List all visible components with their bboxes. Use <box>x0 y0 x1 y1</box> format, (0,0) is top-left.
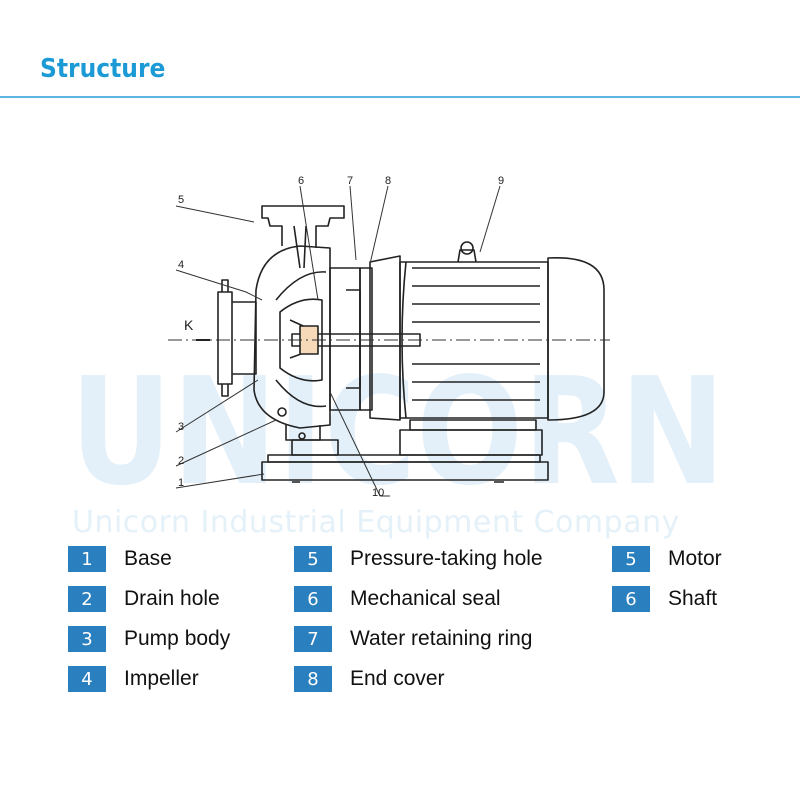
legend-number: 5 <box>294 546 332 572</box>
legend-item: 4 Impeller <box>68 665 199 693</box>
callout-8: 8 <box>385 175 391 187</box>
shaft <box>291 333 421 347</box>
legend-label: Water retaining ring <box>350 627 533 650</box>
callout-2: 2 <box>178 455 184 467</box>
callout-10: 10 <box>372 487 384 499</box>
legend-label: Mechanical seal <box>350 587 501 610</box>
legend-number: 3 <box>68 626 106 652</box>
legend-number: 8 <box>294 666 332 692</box>
callout-3: 3 <box>178 421 184 433</box>
legend-label: Pressure-taking hole <box>350 547 543 570</box>
legend-item: 2 Drain hole <box>68 585 220 613</box>
legend-label: Impeller <box>124 667 199 690</box>
legend-item: 5 Motor <box>612 545 722 573</box>
pump-structure-diagram: K 5 4 3 2 1 6 7 8 9 10 <box>168 175 610 499</box>
legend-label: Pump body <box>124 627 231 650</box>
legend-item: 6 Mechanical seal <box>294 585 501 613</box>
callout-9: 9 <box>498 175 504 187</box>
legend-item: 1 Base <box>68 545 172 573</box>
pump-casing <box>253 245 331 429</box>
callout-1: 1 <box>178 477 184 489</box>
impeller <box>279 298 323 382</box>
legend-number: 2 <box>68 586 106 612</box>
callout-5: 5 <box>178 194 184 206</box>
legend-item: 7 Water retaining ring <box>294 625 532 653</box>
legend-number: 4 <box>68 666 106 692</box>
legend-number: 7 <box>294 626 332 652</box>
watermark-logo: UNICORN <box>70 355 725 495</box>
legend-item: 6 Shaft <box>612 585 717 613</box>
legend-label: Motor <box>668 547 722 570</box>
callout-4: 4 <box>178 259 184 271</box>
legend-item: 3 Pump body <box>68 625 230 653</box>
callout-7: 7 <box>347 175 353 187</box>
legend-item: 5 Pressure-taking hole <box>294 545 543 573</box>
legend-label: Drain hole <box>124 587 220 610</box>
svg-text:UNICORN: UNICORN <box>70 355 725 495</box>
page-title: Structure <box>40 54 166 84</box>
direction-label: K <box>184 317 194 333</box>
legend-number: 1 <box>68 546 106 572</box>
callout-6: 6 <box>298 175 304 187</box>
legend-label: Base <box>124 547 172 570</box>
header-divider <box>0 96 800 98</box>
watermark-text: Unicorn Industrial Equipment Company <box>72 505 680 540</box>
base-plate <box>261 461 549 481</box>
legend-label: Shaft <box>668 587 718 610</box>
legend-number: 6 <box>294 586 332 612</box>
legend-number: 6 <box>612 586 650 612</box>
legend-number: 5 <box>612 546 650 572</box>
legend-label: End cover <box>350 667 445 690</box>
legend-item: 8 End cover <box>294 665 445 693</box>
